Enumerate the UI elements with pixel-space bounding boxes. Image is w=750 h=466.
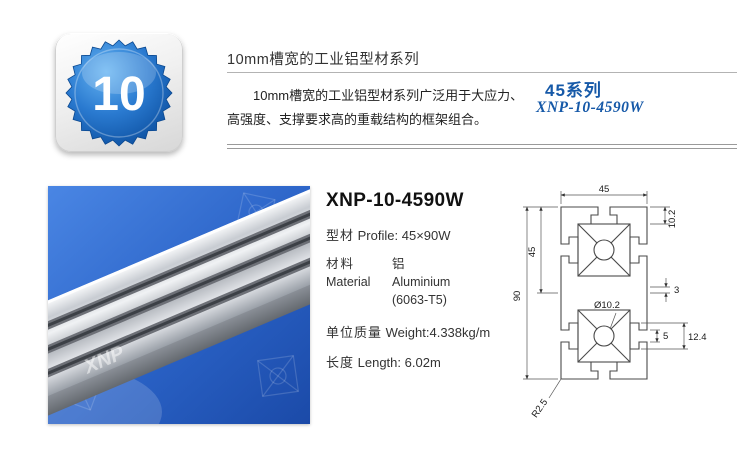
header-divider (227, 72, 737, 73)
material-spec: 材料 Material 铝 Aluminium (6063-T5) (326, 255, 504, 309)
product-specs: XNP-10-4590W 型材 Profile: 45×90W 材料 Mater… (326, 190, 504, 382)
dimension-lines (523, 191, 688, 399)
description-line-2: 高强度、支撑要求高的重载结构的框架组合。 (227, 112, 488, 128)
badge-number: 10 (92, 68, 145, 121)
aluminium-profile: XNP (48, 186, 310, 422)
series-title: 10mm槽宽的工业铝型材系列 (227, 52, 420, 68)
dim-width-label: 45 (599, 184, 610, 195)
material-label-en: Material (326, 275, 371, 290)
starburst-shape (65, 38, 173, 147)
length-value: 6.02m (404, 355, 441, 371)
profile-spec: 型材 Profile: 45×90W (326, 225, 504, 244)
dim-slot-opening-label: 5 (663, 331, 668, 342)
weight-value: 4.338kg/m (429, 325, 491, 341)
series-number-badge: 10 (55, 33, 183, 152)
series-label: 45系列 (545, 81, 602, 100)
weight-spec: 单位质量 Weight:4.338kg/m (326, 322, 504, 341)
profile-label-cn: 型材 (326, 228, 355, 243)
profile-value: 45×90W (401, 228, 451, 243)
series-description: 10mm槽宽的工业铝型材系列广泛用于大应力、 高强度、支撑要求高的重载结构的框架… (227, 84, 557, 132)
weight-label-en: Weight: (385, 325, 430, 341)
material-grade: (6063-T5) (392, 293, 447, 308)
length-spec: 长度 Length: 6.02m (326, 352, 504, 371)
series-model-code: XNP-10-4590W (536, 99, 644, 116)
badge-starburst-icon: 10 (65, 38, 173, 147)
badge-gloss (82, 51, 156, 94)
profile-outline (560, 206, 648, 380)
length-label-en: Length: (357, 355, 402, 371)
product-photo: XNP (48, 186, 310, 424)
material-values: 铝 Aluminium (6063-T5) (392, 255, 504, 309)
material-labels: 材料 Material (326, 255, 392, 309)
technical-drawing: 45 10.2 90 45 3 5 12.4 Ø10.2 R2.5 (502, 182, 748, 444)
weight-label-cn: 单位质量 (326, 325, 383, 341)
badge-inner-ring (74, 47, 164, 138)
dim-slot-pitch-label: 12.4 (688, 332, 707, 343)
dim-half-height-label: 45 (527, 247, 538, 258)
double-divider (227, 144, 737, 149)
profile-label-en: Profile: (357, 228, 399, 243)
dim-height-label: 90 (512, 291, 523, 302)
dim-corner-radius-label: R2.5 (530, 397, 551, 420)
description-line-1: 10mm槽宽的工业铝型材系列广泛用于大应力、 (253, 88, 524, 103)
material-label-cn: 材料 (326, 257, 356, 271)
dim-center-hole-label: Ø10.2 (594, 300, 620, 311)
length-label-cn: 长度 (326, 355, 355, 371)
dim-slot-depth-label: 10.2 (667, 210, 678, 229)
material-value-cn: 铝 (392, 257, 405, 271)
product-model: XNP-10-4590W (326, 190, 464, 211)
dim-rib-label: 3 (674, 285, 679, 296)
material-value-en: Aluminium (392, 275, 451, 290)
